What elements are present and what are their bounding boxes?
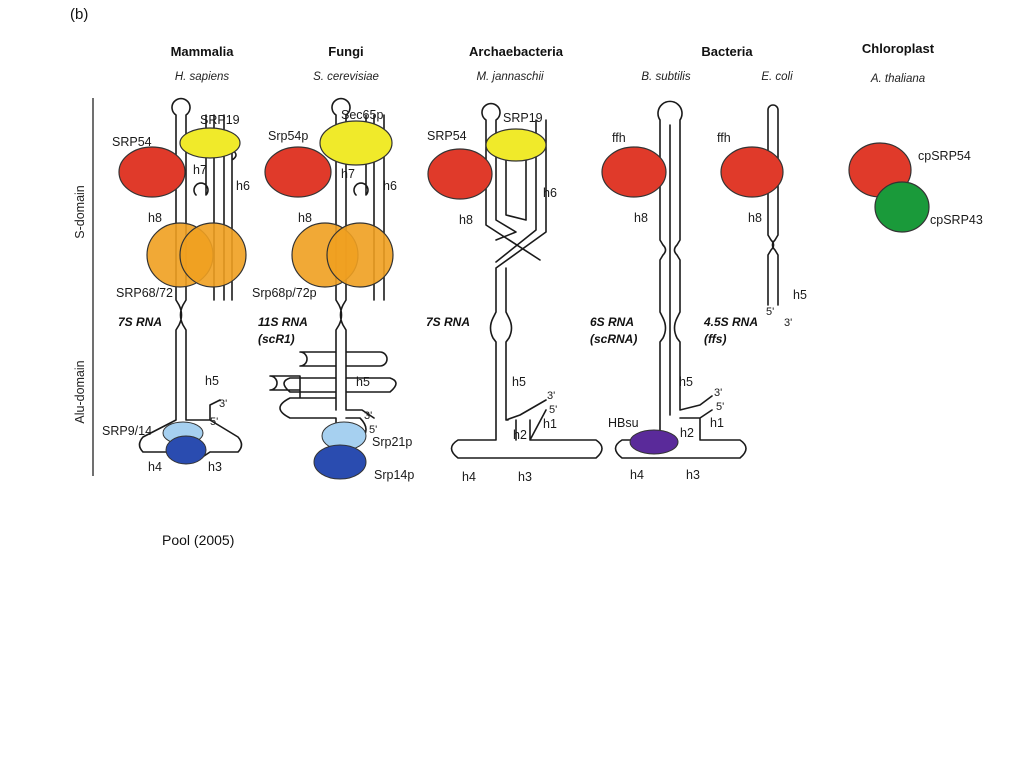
fungi-srp21p-label: Srp21p [372, 435, 412, 449]
archaea-h1-label: h1 [543, 417, 557, 431]
bsubtilis-rna-name-1: 6S RNA [590, 315, 634, 329]
chloroplast-cpsrp43 [874, 181, 930, 233]
mammalia-h8-label: h8 [148, 211, 162, 225]
archaea-h4-label: h4 [462, 470, 476, 484]
mammalia-srp54-label: SRP54 [112, 135, 152, 149]
archaea-h6-label: h6 [543, 186, 557, 200]
header-archaebacteria: Archaebacteria [469, 44, 564, 59]
mammalia-srp68-72-label: SRP68/72 [116, 286, 173, 300]
archaea-h3-label: h3 [518, 470, 532, 484]
species-ecoli: E. coli [761, 71, 793, 83]
mammalia-h4-label: h4 [148, 460, 162, 474]
bsubtilis-rna-name-2: (scRNA) [590, 332, 637, 346]
fungi-srp14p-label: Srp14p [374, 468, 414, 482]
mammalia-3prime: 3' [219, 398, 227, 410]
archaea-h8-label: h8 [459, 213, 473, 227]
archaea-rna-outline [450, 102, 603, 459]
archaea-srp19-label: SRP19 [503, 111, 543, 125]
bsubtilis-h1-label: h1 [710, 416, 724, 430]
bsubtilis-hbsu [629, 429, 679, 455]
archaea-3prime: 3' [547, 390, 555, 402]
bsubtilis-3prime: 3' [714, 387, 722, 399]
archaea-rna-name: 7S RNA [426, 315, 470, 329]
citation: Pool (2005) [162, 532, 235, 548]
header-fungi: Fungi [328, 44, 363, 59]
chloroplast-cpsrp43-label: cpSRP43 [930, 213, 983, 227]
fungi-h7-label: h7 [341, 167, 355, 181]
fungi-srp54p-label: Srp54p [268, 129, 308, 143]
fungi-srp14p [313, 444, 367, 480]
bsubtilis-rna-outline [614, 100, 747, 459]
bsubtilis-h3-label: h3 [686, 468, 700, 482]
fungi-h8-label: h8 [298, 211, 312, 225]
bsubtilis-ffh [601, 146, 667, 198]
mammalia-srp9-14-dark [165, 435, 207, 465]
species-chloroplast: A. thaliana [870, 73, 925, 85]
ecoli-rna-outline [767, 104, 779, 306]
header-mammalia: Mammalia [171, 44, 235, 59]
archaea-5prime: 5' [549, 404, 557, 416]
fungi-srp72p [326, 222, 394, 288]
bsubtilis-h5-label: h5 [679, 375, 693, 389]
bsubtilis-h4-label: h4 [630, 468, 644, 482]
bsubtilis-ffh-label: ffh [612, 131, 626, 145]
archaea-srp54 [427, 148, 493, 200]
panel-label: (b) [70, 6, 88, 23]
mammalia-srp9-14-label: SRP9/14 [102, 424, 152, 438]
fungi-3prime: 3' [364, 410, 372, 422]
mammalia-h7-label: h7 [193, 163, 207, 177]
bsubtilis-5prime: 5' [716, 401, 724, 413]
s-domain-label: S-domain [73, 185, 87, 239]
mammalia-5prime: 5' [210, 416, 218, 428]
species-bsubtilis: B. subtilis [641, 71, 690, 83]
species-mammalia: H. sapiens [175, 71, 230, 83]
ecoli-h5-label: h5 [793, 288, 807, 302]
mammalia-srp19 [179, 127, 241, 159]
fungi-5prime: 5' [369, 424, 377, 436]
bsubtilis-h2-label: h2 [680, 426, 694, 440]
ecoli-5prime: 5' [766, 306, 774, 318]
archaea-h5-label: h5 [512, 375, 526, 389]
ecoli-h8-label: h8 [748, 211, 762, 225]
fungi-sec65p [319, 120, 393, 166]
species-fungi: S. cerevisiae [313, 71, 379, 83]
fungi-h6-label: h6 [383, 179, 397, 193]
fungi-rna-name-1: 11S RNA [258, 315, 308, 329]
fungi-rna-outline [269, 97, 397, 471]
fungi-rna-name-2: (scR1) [258, 332, 295, 346]
archaea-srp-diagram: SRP54 SRP19 h6 h8 7S RNA h5 3' 5' h1 h2 … [426, 102, 603, 484]
alu-domain-label: Alu-domain [73, 360, 87, 423]
ecoli-srp-diagram: ffh h8 h5 4.5S RNA (ffs) 5' 3' [703, 104, 807, 346]
ecoli-rna-name-1: 4.5S RNA [703, 315, 758, 329]
mammalia-rna-name: 7S RNA [118, 315, 162, 329]
fungi-sec65p-label: Sec65p [341, 108, 383, 122]
archaea-srp54-label: SRP54 [427, 129, 467, 143]
mammalia-h6-label: h6 [236, 179, 250, 193]
mammalia-h5-label: h5 [205, 374, 219, 388]
chloroplast-cpsrp54-label: cpSRP54 [918, 149, 971, 163]
archaea-srp19 [485, 128, 547, 162]
fungi-srp-diagram: Srp54p Sec65p h7 h6 h8 Srp68p/72p 11S RN… [252, 97, 414, 482]
bsubtilis-srp-diagram: ffh h8 6S RNA (scRNA) h5 3' 5' h1 h2 HBs… [590, 100, 747, 482]
archaea-h2-label: h2 [513, 428, 527, 442]
mammalia-h3-label: h3 [208, 460, 222, 474]
species-archaebacteria: M. jannaschii [476, 71, 544, 83]
header-chloroplast: Chloroplast [862, 41, 935, 56]
mammalia-srp-diagram: SRP54 SRP19 h7 h6 h8 SRP68/72 7S RNA h5 … [102, 97, 250, 474]
bsubtilis-h8-label: h8 [634, 211, 648, 225]
bsubtilis-hbsu-label: HBsu [608, 416, 639, 430]
fungi-srp54p [264, 146, 332, 198]
fungi-h5-label: h5 [356, 375, 370, 389]
ecoli-ffh-label: ffh [717, 131, 731, 145]
mammalia-srp72 [179, 222, 247, 288]
mammalia-srp54 [118, 146, 186, 198]
chloroplast-srp-diagram: cpSRP54 cpSRP43 [848, 142, 983, 233]
ecoli-ffh [720, 146, 784, 198]
ecoli-3prime: 3' [784, 317, 792, 329]
fungi-srp68p-72p-label: Srp68p/72p [252, 286, 317, 300]
header-bacteria: Bacteria [701, 44, 753, 59]
ecoli-rna-name-2: (ffs) [704, 332, 726, 346]
mammalia-srp19-label: SRP19 [200, 113, 240, 127]
